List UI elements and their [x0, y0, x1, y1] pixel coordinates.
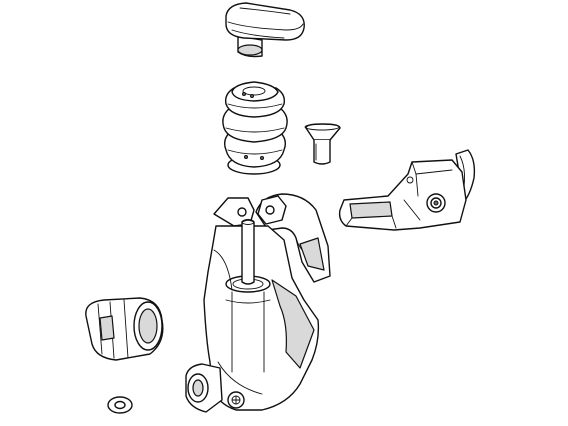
- cap-knob: [225, 2, 305, 58]
- lever-blade-assembly: [338, 149, 476, 231]
- threaded-sleeve: [85, 297, 164, 361]
- countersunk-screw: [304, 123, 341, 165]
- small-washer: [107, 396, 133, 414]
- brake-lever-body: [185, 193, 331, 413]
- rubber-bellows-boot: [222, 81, 288, 175]
